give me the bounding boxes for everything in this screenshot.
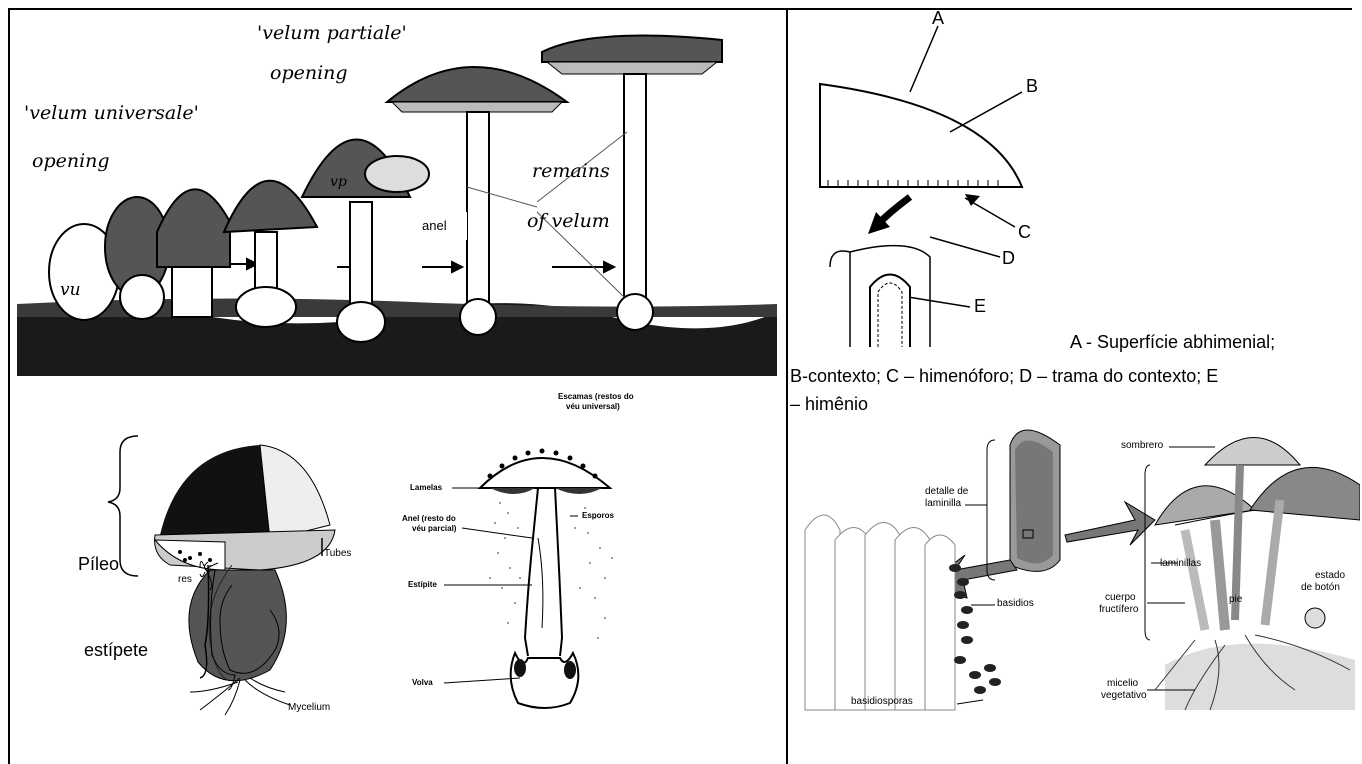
of-velum-label: of velum <box>527 210 610 232</box>
label-D: D <box>1002 248 1015 269</box>
res-label: res <box>178 574 192 585</box>
tubes-label: Tubes <box>324 548 351 559</box>
cuerpo-label-2: fructífero <box>1099 604 1138 615</box>
vu-label: vu <box>60 280 81 300</box>
estado-label-1: estado <box>1315 570 1345 581</box>
label-C: C <box>1018 222 1031 243</box>
table-border-left <box>8 8 10 764</box>
remains-label: remains <box>532 160 610 182</box>
basidiosporas-label: basidiosporas <box>851 696 913 707</box>
mycelium-label: Mycelium <box>288 702 330 713</box>
velum-universale-opening-label: opening <box>32 150 110 172</box>
micelio-label-1: micelio <box>1107 678 1138 689</box>
caption-line-2: B-contexto; C – himenóforo; D – trama do… <box>790 366 1218 387</box>
esporos-label: Esporos <box>582 511 614 520</box>
development-stages-drawing <box>12 12 782 376</box>
label-A: A <box>932 8 944 29</box>
caption-line-3: – himênio <box>790 394 868 415</box>
amanita-section-figure: Escamas (restos do véu universal) Lamela… <box>390 388 630 718</box>
cap-section-drawing <box>790 12 1350 357</box>
escamas-label-2: véu universal) <box>566 402 620 411</box>
anel-resto-label-2: véu parcial) <box>412 524 456 533</box>
volva-label: Volva <box>412 678 433 687</box>
table-border-middle <box>786 8 788 764</box>
estipite-label: Estípite <box>408 580 437 589</box>
table-border-top-right <box>786 8 1352 10</box>
micelio-label-2: vegetativo <box>1101 690 1147 701</box>
estado-label-2: de botón <box>1301 582 1340 593</box>
lamelas-label: Lamelas <box>410 483 442 492</box>
basidios-label: basidios <box>997 598 1034 609</box>
anel-label: anel <box>422 218 447 233</box>
cuerpo-label-1: cuerpo <box>1105 592 1136 603</box>
laminillas-label: laminillas <box>1160 558 1201 569</box>
label-E: E <box>974 296 986 317</box>
amanita-development-figure: 'velum universale' opening 'velum partia… <box>12 12 782 376</box>
detalle-label-1: detalle de <box>925 486 968 497</box>
caption-line-1: A - Superfície abhimenial; <box>1070 332 1275 353</box>
velum-partiale-label: 'velum partiale' <box>257 22 407 44</box>
boletus-drawing <box>60 430 370 720</box>
pileo-label: Píleo <box>78 554 119 575</box>
escamas-label-1: Escamas (restos do <box>558 392 634 401</box>
detalle-label-2: laminilla <box>925 498 961 509</box>
velum-universale-label: 'velum universale' <box>24 102 199 124</box>
anel-resto-label-1: Anel (resto do <box>402 514 456 523</box>
velum-partiale-opening-label: opening <box>270 62 348 84</box>
hymenophore-diagram: A B C D E A - Superfície abhimenial; <box>790 12 1350 357</box>
vp-label: vp <box>330 174 347 190</box>
mushroom-anatomy-es-figure: sombrero detalle de laminilla laminillas… <box>795 420 1360 720</box>
pie-label: pie <box>1229 594 1242 605</box>
estipete-label: estípete <box>84 640 148 661</box>
boletus-figure: Píleo estípete Tubes res Mycelium <box>60 430 370 720</box>
label-B: B <box>1026 76 1038 97</box>
amanita-section-drawing <box>390 388 630 718</box>
mushroom-anatomy-drawing <box>795 420 1360 720</box>
table-border-top-left <box>8 8 786 10</box>
sombrero-label: sombrero <box>1121 440 1163 451</box>
